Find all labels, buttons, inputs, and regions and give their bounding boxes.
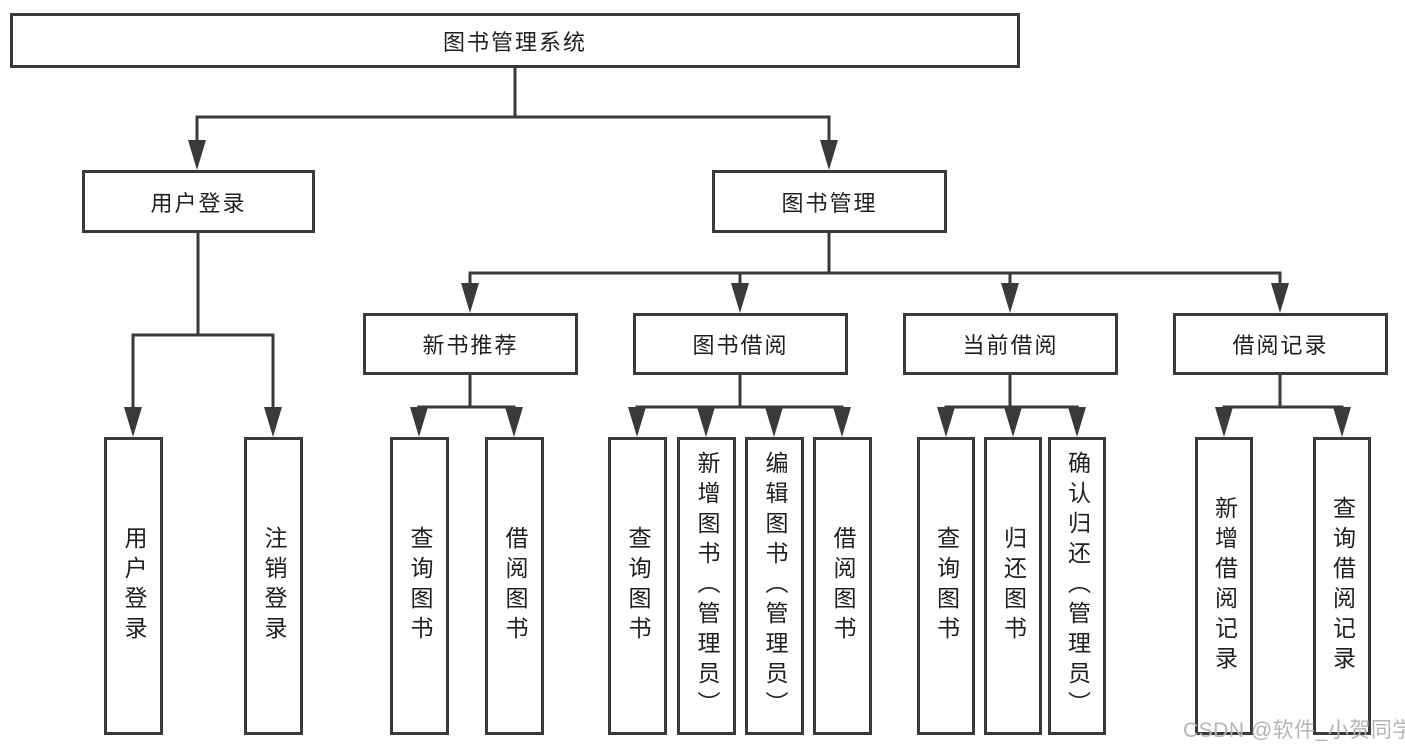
- arrowhead: [505, 407, 523, 437]
- node-book-management-branch: 图书管理: [712, 170, 947, 233]
- arrowhead: [697, 407, 715, 437]
- arrowhead: [937, 407, 955, 437]
- connector-records-split: [1215, 373, 1351, 437]
- arrowhead: [820, 140, 838, 170]
- connector-root-split: [188, 66, 838, 170]
- arrowhead: [765, 407, 783, 437]
- node-label: 用户登录: [121, 526, 147, 646]
- arrowhead: [1215, 407, 1233, 437]
- arrowhead: [731, 283, 749, 313]
- node-label: 图书管理: [781, 190, 878, 216]
- connector-current-split: [937, 373, 1086, 437]
- node-label: 借阅图书: [502, 526, 528, 646]
- node-label: 查询图书: [407, 526, 433, 646]
- node-leaf-confirm-return-admin: 确认归还（管理员）: [1048, 437, 1106, 735]
- node-label: 注销登录: [261, 526, 287, 646]
- node-label: 当前借阅: [962, 333, 1059, 358]
- arrowhead: [628, 407, 646, 437]
- node-user-login-branch: 用户登录: [82, 170, 315, 233]
- node-label: 借阅记录: [1232, 333, 1329, 358]
- node-leaf-user-login: 用户登录: [104, 437, 163, 735]
- csdn-watermark: CSDN @软件_小贺同学: [1183, 719, 1405, 742]
- connector-newbook-split: [410, 373, 523, 437]
- node-label: 用户登录: [150, 190, 247, 216]
- arrowhead: [1001, 283, 1019, 313]
- node-label: 编辑图书（管理员）: [762, 451, 788, 721]
- node-leaf-return-books: 归还图书: [984, 437, 1042, 735]
- node-book-borrowing: 图书借阅: [633, 313, 848, 375]
- arrowhead: [1068, 407, 1086, 437]
- node-label: 新书推荐: [422, 333, 519, 358]
- node-leaf-query-borrow-record: 查询借阅记录: [1313, 437, 1371, 735]
- node-label: 查询借阅记录: [1329, 496, 1356, 676]
- arrowhead: [461, 283, 479, 313]
- arrowhead: [124, 407, 142, 437]
- arrowhead: [1004, 407, 1022, 437]
- arrowhead: [410, 407, 428, 437]
- node-leaf-add-borrow-record: 新增借阅记录: [1195, 437, 1253, 735]
- connector-mgmt-split: [461, 231, 1289, 313]
- node-label: 新增借阅记录: [1211, 496, 1238, 676]
- node-borrowing-records: 借阅记录: [1173, 313, 1388, 375]
- arrowhead: [188, 140, 206, 170]
- node-leaf-borrow-books-recommend: 借阅图书: [485, 437, 544, 735]
- node-label: 图书借阅: [692, 333, 789, 358]
- node-label: 确认归还（管理员）: [1064, 451, 1091, 721]
- node-label: 图书管理系统: [442, 29, 587, 55]
- node-leaf-edit-books-admin: 编辑图书（管理员）: [745, 437, 804, 735]
- node-label: 查询图书: [625, 526, 651, 646]
- node-leaf-add-books-admin: 新增图书（管理员）: [677, 437, 736, 735]
- node-leaf-query-books-current: 查询图书: [917, 437, 975, 735]
- node-new-book-recommend: 新书推荐: [363, 313, 578, 375]
- node-label: 查询图书: [933, 526, 960, 646]
- arrowhead: [1333, 407, 1351, 437]
- arrowhead: [1271, 283, 1289, 313]
- connector-borrow-split: [628, 373, 851, 437]
- node-label: 新增图书（管理员）: [694, 451, 720, 721]
- node-leaf-borrow-books-borrowing: 借阅图书: [813, 437, 872, 735]
- node-current-borrowing: 当前借阅: [903, 313, 1118, 375]
- node-leaf-query-books-recommend: 查询图书: [390, 437, 449, 735]
- arrowhead: [833, 407, 851, 437]
- node-root-library-system: 图书管理系统: [10, 13, 1020, 68]
- connector-login-split: [124, 231, 282, 437]
- node-leaf-query-books-borrowing: 查询图书: [608, 437, 667, 735]
- node-leaf-logout: 注销登录: [244, 437, 303, 735]
- node-label: 借阅图书: [830, 526, 856, 646]
- node-label: 归还图书: [1000, 526, 1027, 646]
- arrowhead: [264, 407, 282, 437]
